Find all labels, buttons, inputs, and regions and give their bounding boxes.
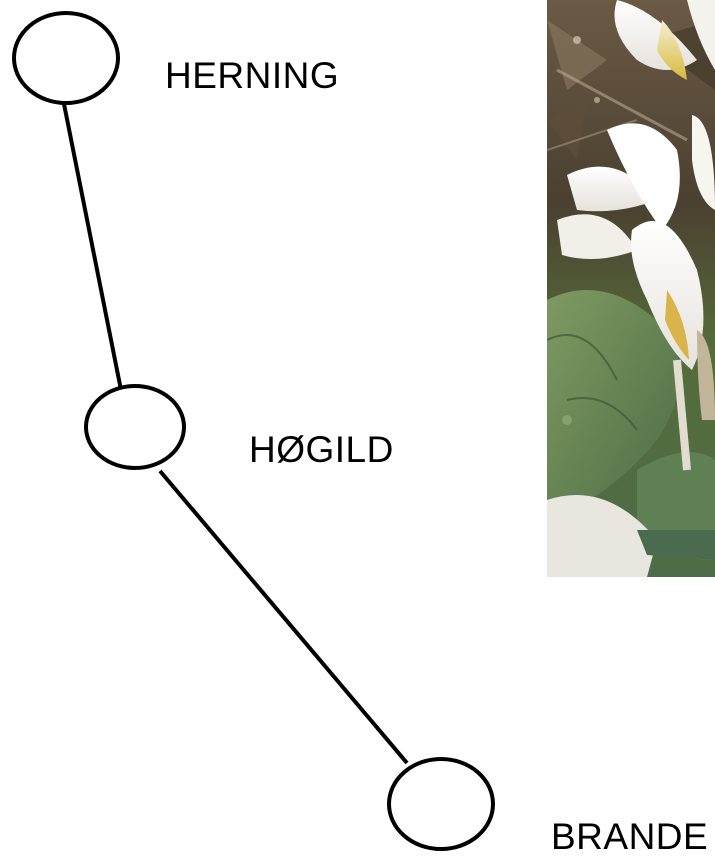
node-hogild-label: HØGILD [249, 431, 394, 468]
node-herning-circle [14, 13, 118, 103]
node-brande-label: BRANDE [551, 818, 708, 855]
node-herning-label: HERNING [165, 57, 339, 94]
edge-hogild-brande [160, 471, 407, 763]
crocus-photo [547, 0, 715, 577]
node-brande-circle [389, 759, 493, 849]
node-hogild-circle [86, 386, 184, 468]
edge-herning-hogild [64, 104, 121, 390]
